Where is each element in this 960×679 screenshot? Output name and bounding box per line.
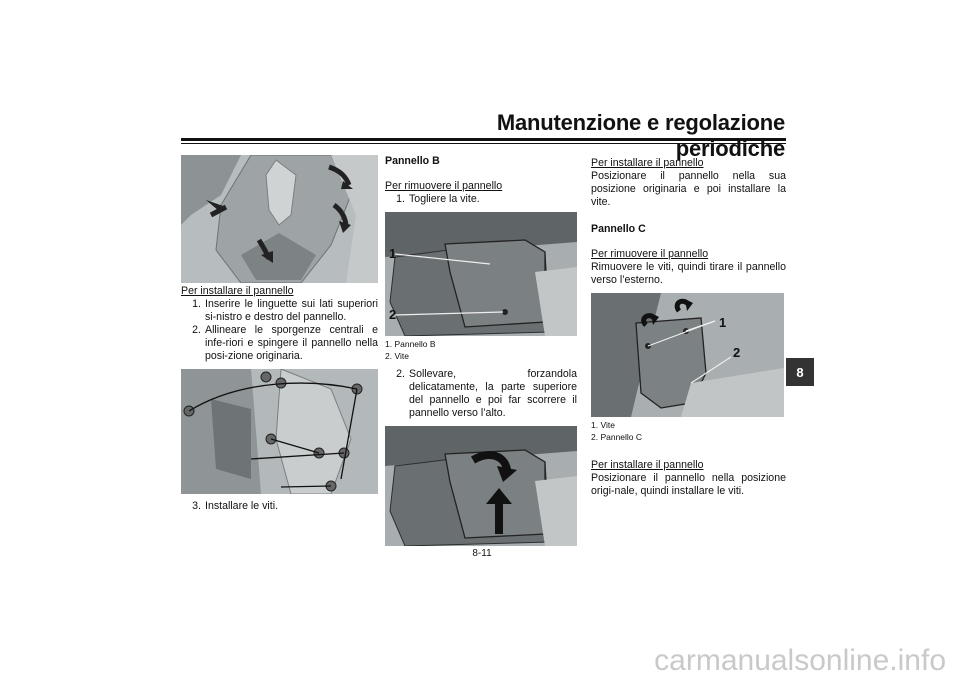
- panel-b-legend: 1. Pannello B 2. Vite: [385, 338, 577, 362]
- list-item: 1. Togliere la vite.: [385, 193, 577, 206]
- step-number: 3.: [192, 500, 201, 512]
- legend-item: 1. Vite: [591, 420, 615, 430]
- remove-panel-b-subheading: Per rimuovere il pannello: [385, 180, 503, 192]
- step-text: Inserire le linguette sui lati superiori…: [205, 298, 378, 323]
- install-panel-b-text: Posizionare il pannello nella sua posizi…: [591, 170, 786, 208]
- install-panel-a-steps-cont: 3. Installare le viti.: [181, 500, 378, 513]
- panel-a-front-photo: [181, 155, 378, 283]
- panel-c-photo: 1 2: [591, 293, 784, 417]
- install-panel-b-subheading: Per installare il pannello: [591, 157, 704, 169]
- list-item: 1. Inserire le linguette sui lati superio…: [181, 298, 378, 324]
- list-item: 2. Sollevare, forzandola delicatamente, l…: [385, 368, 577, 420]
- panel-b-screw-photo: 1 2: [385, 212, 577, 336]
- install-panel-a-subheading: Per installare il pannello: [181, 285, 294, 297]
- callout-2: 2: [733, 345, 740, 360]
- panel-b-heading: Pannello B: [385, 155, 440, 167]
- panel-c-legend: 1. Vite 2. Pannello C: [591, 419, 786, 443]
- header-rule-thick: [181, 138, 786, 141]
- install-panel-c-text: Posizionare il pannello nella posizione …: [591, 472, 786, 497]
- column-3: Per installare il pannello Posizionare i…: [591, 155, 786, 498]
- install-panel-c-subheading: Per installare il pannello: [591, 459, 704, 471]
- step-number: 2.: [396, 368, 405, 380]
- legend-item: 2. Vite: [385, 351, 409, 361]
- install-panel-a-steps: 1. Inserire le linguette sui lati superio…: [181, 298, 378, 363]
- panel-b-lift-photo: [385, 426, 577, 546]
- list-item: 3. Installare le viti.: [181, 500, 378, 513]
- panel-c-heading: Pannello C: [591, 223, 646, 235]
- list-item: 2. Allineare le sporgenze centrali e infe…: [181, 324, 378, 363]
- column-2: Pannello B Per rimuovere il pannello 1. T…: [385, 155, 577, 546]
- remove-panel-c-text: Rimuovere le viti, quindi tirare il pann…: [591, 261, 786, 286]
- page-number: 8-11: [472, 548, 492, 559]
- column-1: Per installare il pannello 1. Inserire le…: [181, 155, 378, 513]
- step-text: Allineare le sporgenze centrali e infe-r…: [205, 324, 378, 362]
- legend-item: 1. Pannello B: [385, 339, 436, 349]
- legend-item: 2. Pannello C: [591, 432, 643, 442]
- step-text: Togliere la vite.: [409, 193, 480, 205]
- remove-panel-c-subheading: Per rimuovere il pannello: [591, 248, 709, 260]
- chapter-tab: 8: [786, 358, 814, 386]
- remove-panel-b-steps-cont: 2. Sollevare, forzandola delicatamente, l…: [385, 368, 577, 420]
- step-number: 1.: [396, 193, 405, 205]
- callout-1: 1: [719, 315, 726, 330]
- watermark: carmanualsonline.info: [654, 644, 946, 677]
- step-number: 1.: [192, 298, 201, 310]
- panel-a-tabs-photo: [181, 369, 378, 494]
- header-rule-thin: [181, 143, 786, 144]
- step-number: 2.: [192, 324, 201, 336]
- step-text: Sollevare, forzandola delicatamente, la …: [409, 368, 577, 419]
- callout-1: 1: [389, 246, 396, 261]
- step-text: Installare le viti.: [205, 500, 279, 512]
- remove-panel-b-steps: 1. Togliere la vite.: [385, 193, 577, 206]
- callout-2: 2: [389, 307, 396, 322]
